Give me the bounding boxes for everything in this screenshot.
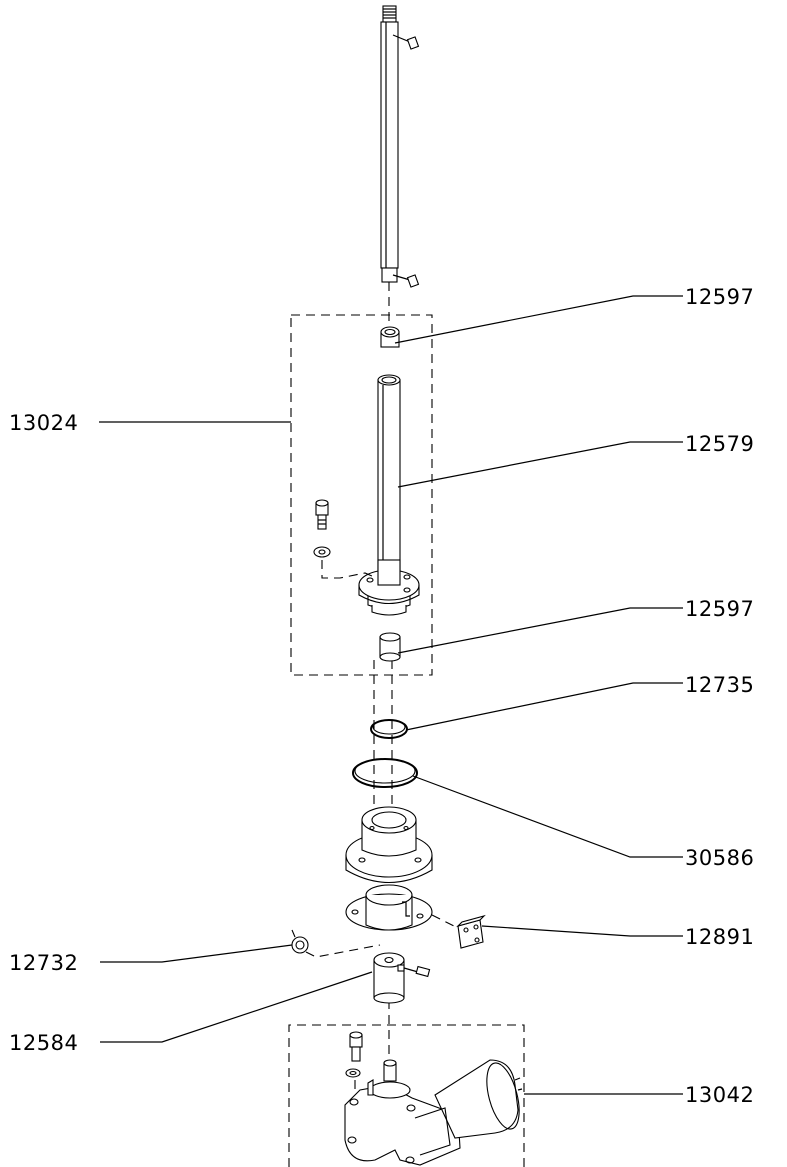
callout-label-12891: 12891 [685,925,754,949]
bolt-upper [315,499,329,530]
top-shaft [380,5,411,283]
flange-base [358,559,420,616]
bushing-upper [380,326,400,348]
nut-axis [291,929,381,958]
washer-upper [313,546,331,558]
callout-label-12735: 12735 [685,673,754,697]
housing-lower [345,884,433,931]
callout-label-12579: 12579 [685,432,754,456]
housing-upper [345,806,433,884]
leader-c6 [412,775,683,858]
bracket [456,914,486,949]
leader-c7 [481,925,683,937]
bolt-axis-upper [321,560,373,579]
callout-label-12597-upper: 12597 [685,285,754,309]
bushing-lower [379,632,401,662]
washer-lower [345,1068,361,1078]
leader-c8 [100,944,293,963]
coupling [373,952,431,1004]
set-screw-top-lower [406,274,420,288]
callout-label-12597-lower: 12597 [685,597,754,621]
bracket-axis [431,914,459,929]
tube [377,374,401,571]
nut [291,936,309,954]
ring-small [370,719,408,739]
callout-label-13042: 13042 [685,1083,754,1107]
leader-c3 [397,441,683,488]
leader-c9 [100,971,373,1043]
assembly-box-13024 [290,314,433,676]
set-screw-top-upper [406,36,420,50]
o-ring-large [352,758,418,788]
leader-c5 [405,682,683,731]
callout-label-13024: 13024 [9,411,78,435]
callout-label-30586: 30586 [685,846,754,870]
wiper-motor [344,1059,523,1166]
bolt-lower [349,1031,363,1062]
callout-label-12584: 12584 [9,1031,78,1055]
assembly-box-13042 [288,1024,525,1167]
leader-c1 [394,295,683,344]
callout-label-12732: 12732 [9,951,78,975]
leader-c4 [397,607,683,654]
